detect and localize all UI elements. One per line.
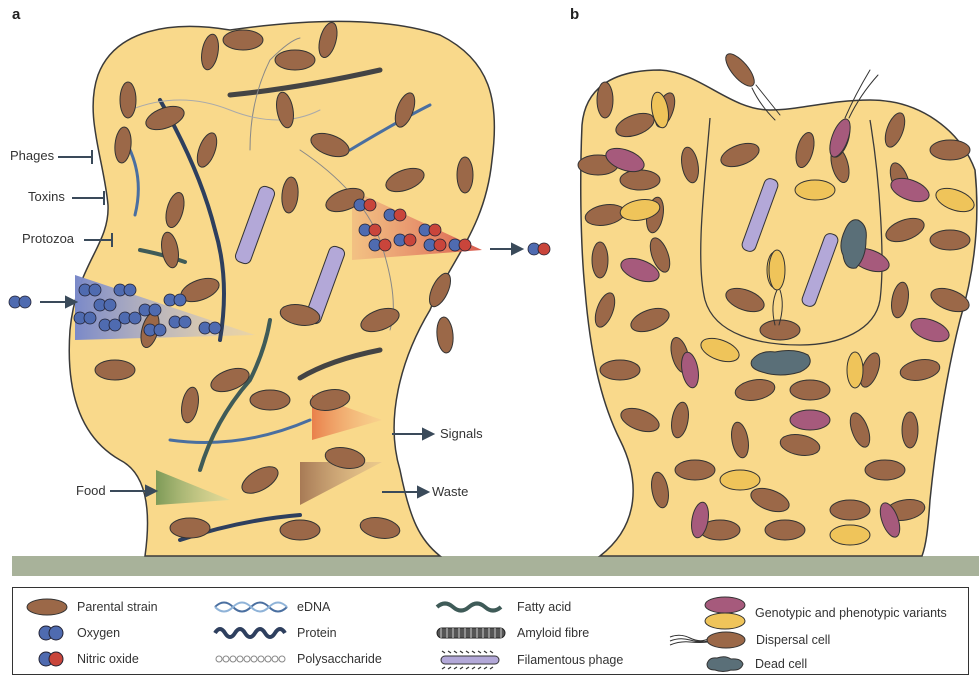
panel-a-letter: a xyxy=(12,6,20,23)
parental-strain-cell xyxy=(223,30,263,50)
parental-strain-cell xyxy=(435,316,454,353)
parental-strain-cell xyxy=(600,360,640,380)
parental-strain-cell xyxy=(250,390,290,410)
protozoa-label: Protozoa xyxy=(22,231,74,246)
dispersal-cell-icon xyxy=(668,630,748,650)
toxins-label: Toxins xyxy=(28,189,65,204)
dispersal-cell xyxy=(769,250,785,290)
legend-item-polysaccharide: Polysaccharide xyxy=(213,650,382,668)
legend-label: Protein xyxy=(297,626,337,640)
food-label: Food xyxy=(76,483,106,498)
dead-cell-icon xyxy=(703,654,747,674)
variant-cell xyxy=(847,352,863,388)
parental-strain-cell xyxy=(597,82,613,118)
legend-label: Parental strain xyxy=(77,600,158,614)
nitric-oxide-molecule xyxy=(364,199,376,211)
oxygen-molecule xyxy=(19,296,31,308)
fatty-acid-icon xyxy=(433,598,509,616)
legend-item-variants: Genotypic and phenotypic variants xyxy=(703,596,947,630)
nitric-oxide-molecule xyxy=(429,224,441,236)
legend-item-edna: eDNA xyxy=(213,598,330,616)
edna-icon xyxy=(213,598,289,616)
nitric-oxide-molecule xyxy=(379,239,391,251)
dispersal-cell xyxy=(721,50,759,91)
polysaccharide-icon xyxy=(213,650,289,668)
parental-strain-cell xyxy=(120,82,136,118)
legend-item-parental-strain: Parental strain xyxy=(25,598,158,616)
oxygen-molecule xyxy=(84,312,96,324)
parental-strain-cell xyxy=(280,520,320,540)
parental-strain-cell xyxy=(170,518,210,538)
legend-label: Dispersal cell xyxy=(756,633,830,647)
parental-strain-cell xyxy=(457,157,473,193)
nitric-oxide-molecule xyxy=(369,224,381,236)
oxygen-molecule xyxy=(109,319,121,331)
oxygen-molecule xyxy=(154,324,166,336)
oxygen-molecule xyxy=(209,322,221,334)
variant-cell xyxy=(790,410,830,430)
legend-label: Oxygen xyxy=(77,626,120,640)
parental-strain-cell xyxy=(865,460,905,480)
oxygen-molecule xyxy=(89,284,101,296)
parental-strain-cell xyxy=(930,230,970,250)
substrate-surface xyxy=(12,556,979,576)
nitric-oxide-molecule xyxy=(394,209,406,221)
oxygen-molecule xyxy=(104,299,116,311)
nitric-oxide-molecule xyxy=(459,239,471,251)
legend-label: Polysaccharide xyxy=(297,652,382,666)
parental-strain-cell xyxy=(902,412,918,448)
parental-strain-cell xyxy=(675,460,715,480)
panel-b-letter: b xyxy=(570,6,579,23)
variants-icon xyxy=(703,596,747,630)
parental-strain-cell xyxy=(830,500,870,520)
parental-strain-icon xyxy=(25,598,69,616)
legend-item-fatty-acid: Fatty acid xyxy=(433,598,571,616)
parental-strain-cell xyxy=(930,140,970,160)
legend-label: Dead cell xyxy=(755,657,807,671)
parental-strain-cell xyxy=(592,242,608,278)
legend-item-protein: Protein xyxy=(213,624,337,642)
amyloid-fibre-icon xyxy=(433,624,509,642)
nitric-oxide-molecule xyxy=(538,243,550,255)
oxygen-molecule xyxy=(149,304,161,316)
legend-label: Amyloid fibre xyxy=(517,626,589,640)
legend-item-amyloid-fibre: Amyloid fibre xyxy=(433,624,589,642)
variant-cell xyxy=(720,470,760,490)
nitric-oxide-icon xyxy=(35,650,69,668)
parental-strain-cell xyxy=(275,50,315,70)
waste-label: Waste xyxy=(432,484,468,499)
oxygen-icon xyxy=(35,624,69,642)
nitric-oxide-molecule xyxy=(404,234,416,246)
variant-cell xyxy=(795,180,835,200)
parental-strain-cell xyxy=(620,170,660,190)
legend-label: Fatty acid xyxy=(517,600,571,614)
phages-label: Phages xyxy=(10,148,54,163)
parental-strain-cell xyxy=(790,380,830,400)
dead-cell xyxy=(751,351,810,375)
legend-label: Filamentous phage xyxy=(517,653,623,667)
legend-label: eDNA xyxy=(297,600,330,614)
legend-item-filamentous-phage: Filamentous phage xyxy=(433,650,623,670)
legend-item-dispersal-cell: Dispersal cell xyxy=(668,630,830,650)
legend-item-oxygen: Oxygen xyxy=(35,624,120,642)
legend-item-dead-cell: Dead cell xyxy=(703,654,807,674)
nitric-oxide-molecule xyxy=(434,239,446,251)
legend-label: Genotypic and phenotypic variants xyxy=(755,606,947,620)
variant-cell xyxy=(830,525,870,545)
protein-icon xyxy=(213,624,289,642)
oxygen-molecule xyxy=(174,294,186,306)
signals-label: Signals xyxy=(440,426,483,441)
oxygen-molecule xyxy=(179,316,191,328)
legend: Parental strain Oxygen Nitric oxide eDNA… xyxy=(12,587,969,675)
oxygen-molecule xyxy=(124,284,136,296)
parental-strain-cell xyxy=(95,360,135,380)
oxygen-molecule xyxy=(129,312,141,324)
filamentous-phage-icon xyxy=(433,650,509,670)
parental-strain-cell xyxy=(765,520,805,540)
legend-label: Nitric oxide xyxy=(77,652,139,666)
legend-item-nitric-oxide: Nitric oxide xyxy=(35,650,139,668)
